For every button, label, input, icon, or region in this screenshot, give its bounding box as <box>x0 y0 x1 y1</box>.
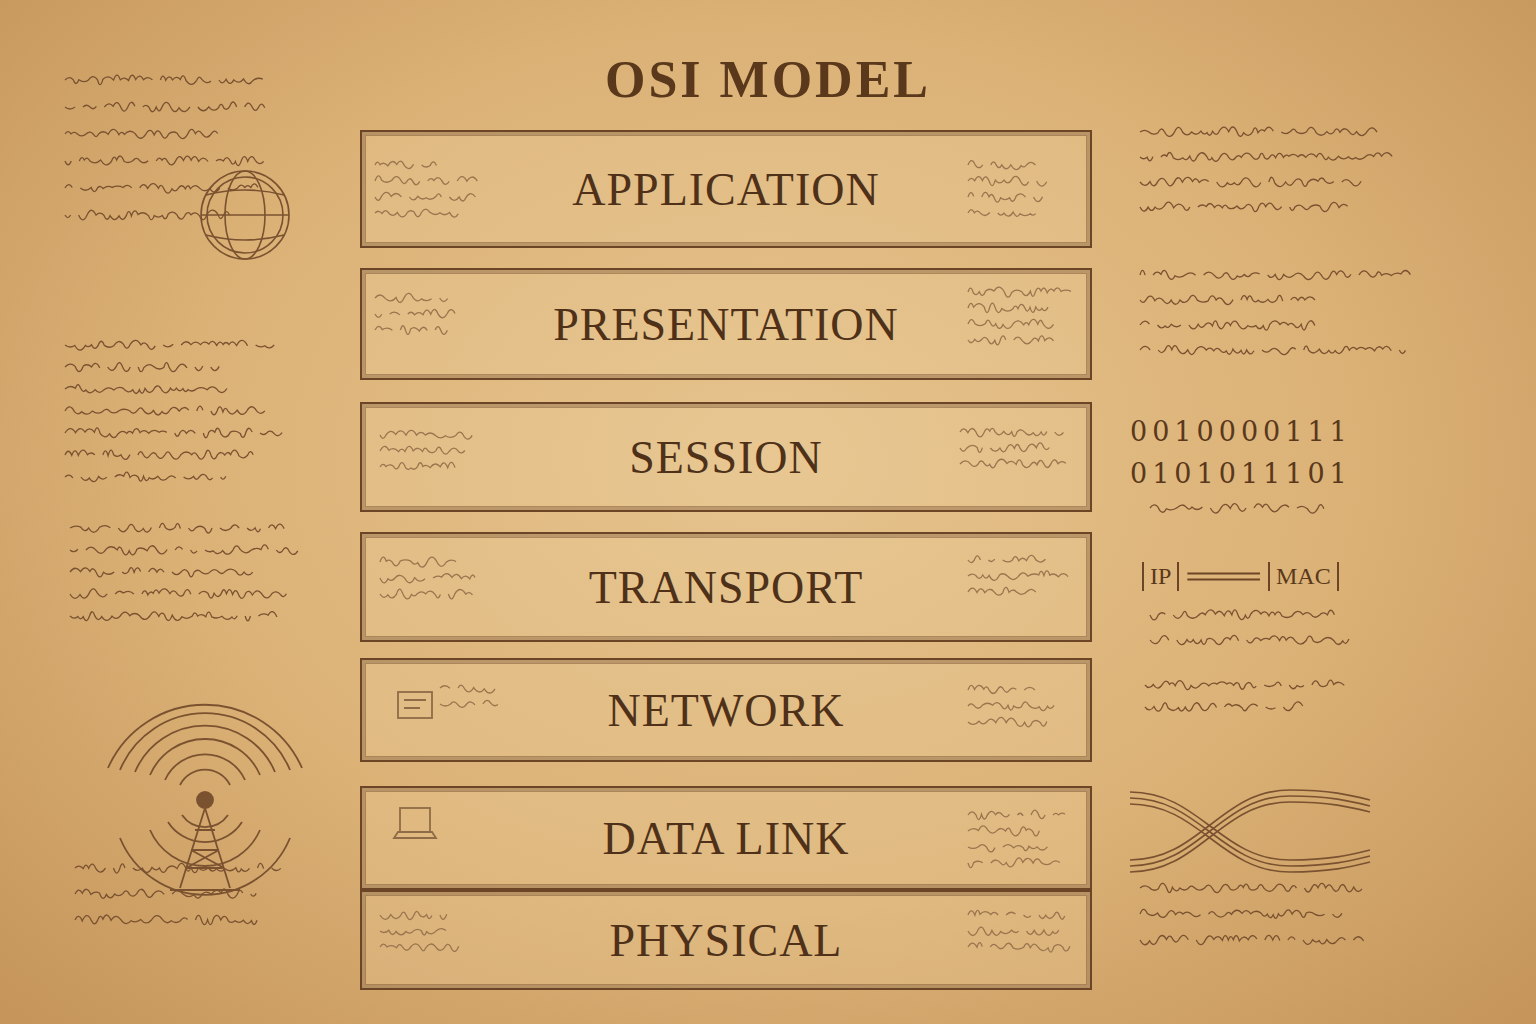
address-tag: MAC <box>1268 562 1339 591</box>
osi-layer-band: APPLICATION <box>360 130 1092 248</box>
scribble-line <box>1140 177 1361 187</box>
scribble-line <box>65 75 271 85</box>
address-tag: IP <box>1142 562 1179 591</box>
layer-name: DATA LINK <box>603 812 850 865</box>
osi-layer-band: PHYSICAL <box>360 890 1092 990</box>
layer-name: TRANSPORT <box>589 561 864 614</box>
scribble-line <box>75 889 256 898</box>
layer-name: APPLICATION <box>572 163 879 216</box>
scribble-line <box>1145 702 1303 711</box>
ip-mac-link <box>1187 574 1260 580</box>
osi-layer-band: NETWORK <box>360 658 1092 762</box>
scribble-line <box>1140 295 1315 304</box>
scribble-line <box>75 863 281 873</box>
diagram-title: OSI MODEL <box>0 50 1536 109</box>
layer-name: PRESENTATION <box>553 298 899 351</box>
scribble-line <box>65 472 234 482</box>
scribble-line <box>65 184 266 194</box>
scribble-line <box>1140 883 1362 892</box>
osi-layer-band: TRANSPORT <box>360 532 1092 642</box>
scribble-line <box>65 363 219 372</box>
binary-digits: 0010000111 <box>1130 416 1352 447</box>
scribble-line <box>1140 152 1392 161</box>
globe-sketch <box>201 171 289 259</box>
scribble-line <box>65 406 265 415</box>
scribble-line <box>1140 346 1406 355</box>
layer-name: PHYSICAL <box>610 914 843 967</box>
scribble-line <box>1150 610 1334 620</box>
scribble-line <box>65 385 227 394</box>
scribble-line <box>70 612 277 621</box>
scribble-line <box>1140 202 1356 212</box>
scribble-line <box>70 589 286 599</box>
scribble-line <box>65 129 218 138</box>
scribble-line <box>65 102 265 112</box>
scribble-line <box>65 156 272 166</box>
layer-name: SESSION <box>629 431 823 484</box>
scribble-line <box>1150 635 1357 644</box>
radio-tower <box>108 705 302 895</box>
scribble-line <box>65 450 253 459</box>
handwritten-notes <box>65 75 1410 952</box>
twisted-cable <box>1130 790 1370 872</box>
scribble-line <box>1140 127 1385 136</box>
osi-layer-band: SESSION <box>360 402 1092 512</box>
scribble-line <box>65 340 274 350</box>
osi-layer-band: DATA LINK <box>360 786 1092 890</box>
scribble-line <box>1145 680 1352 690</box>
scribble-line <box>1140 321 1323 330</box>
scribble-line <box>75 915 257 925</box>
osi-layer-band: PRESENTATION <box>360 268 1092 380</box>
scribble-line <box>65 210 230 220</box>
layer-name: NETWORK <box>608 684 845 737</box>
scribble-line <box>65 428 282 438</box>
scribble-line <box>70 545 298 555</box>
scribble-line <box>70 568 253 577</box>
scribble-line <box>70 523 284 533</box>
scribble-line <box>1140 270 1410 279</box>
scribble-line <box>1140 935 1364 944</box>
binary-digits: 0101011101 <box>1130 458 1352 489</box>
scribble-line <box>1140 909 1350 918</box>
scribble-line <box>1150 504 1324 514</box>
